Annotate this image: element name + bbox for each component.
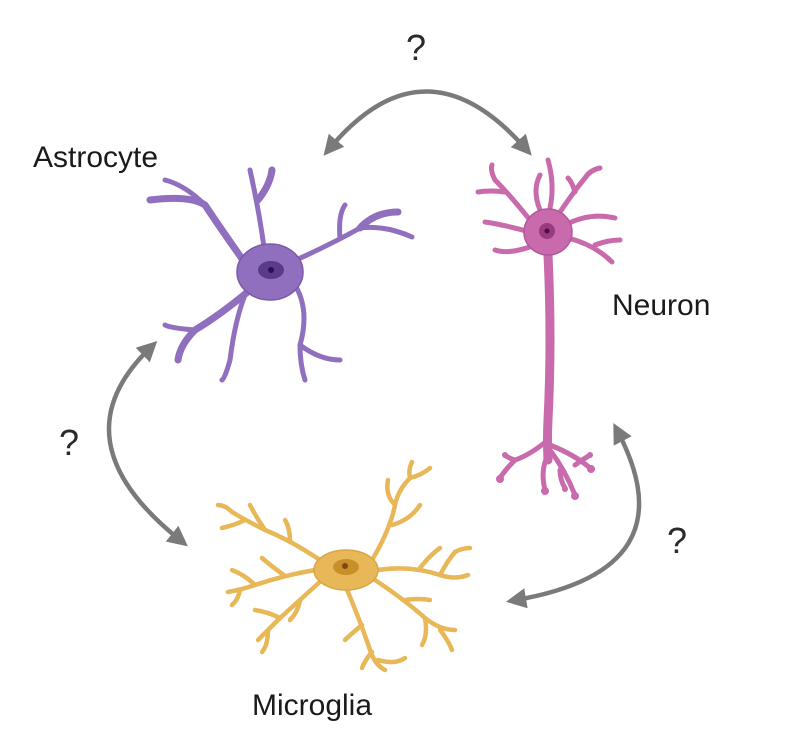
astrocyte-cell <box>146 166 415 383</box>
question-mark-neuron-microglia: ? <box>667 520 687 561</box>
question-mark-astrocyte-microglia: ? <box>59 422 79 463</box>
arrow-astrocyte-neuron <box>323 89 532 156</box>
arrow-neuron-microglia <box>506 423 642 609</box>
arrow-astrocyte-microglia <box>106 340 188 547</box>
microglia-label: Microglia <box>252 689 372 722</box>
astrocyte-label: Astrocyte <box>33 141 158 174</box>
neuron-cell <box>475 157 623 500</box>
question-mark-astrocyte-neuron: ? <box>406 27 426 68</box>
neuron-label: Neuron <box>612 289 710 322</box>
microglia-cell <box>215 459 473 673</box>
